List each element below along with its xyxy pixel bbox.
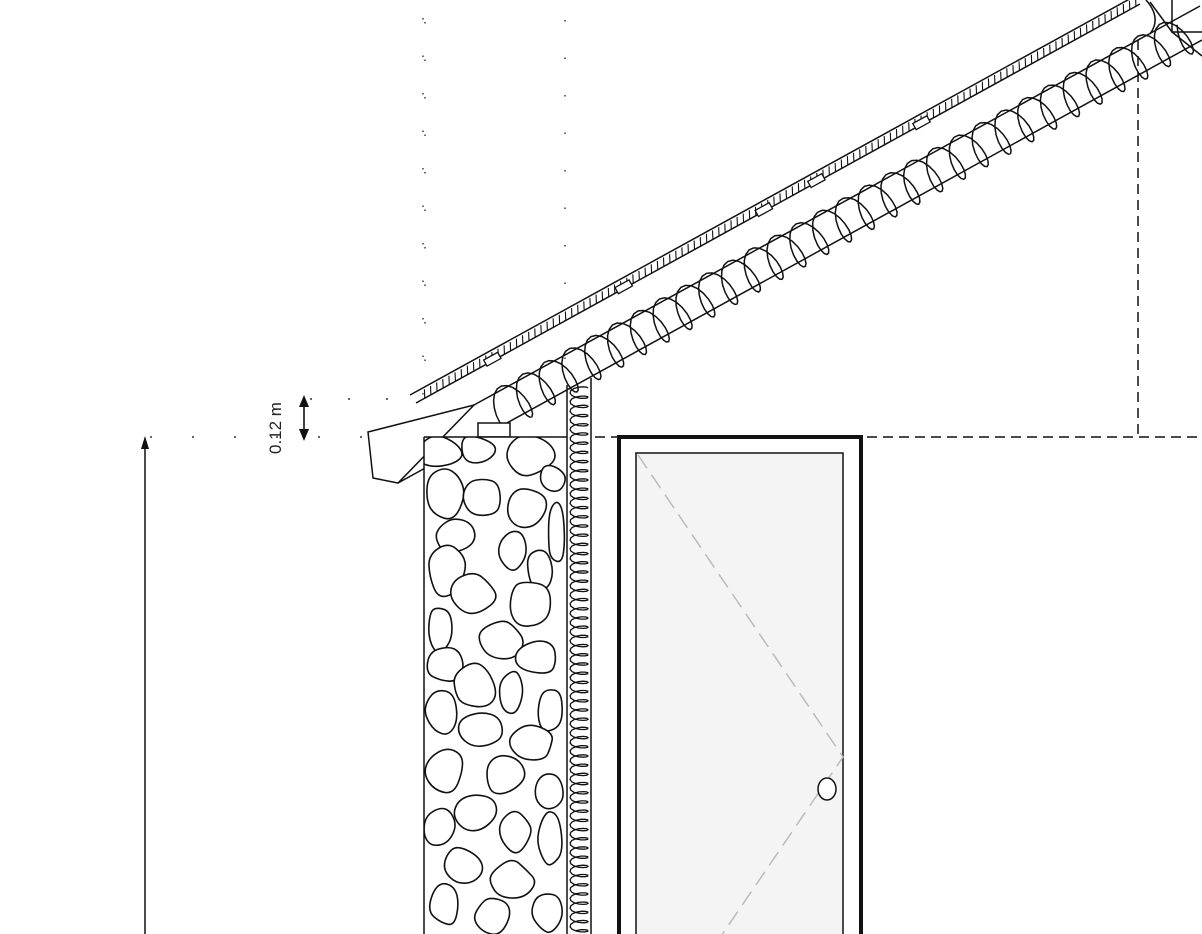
- stone: [489, 859, 536, 899]
- stone: [461, 437, 497, 464]
- stone: [539, 464, 566, 493]
- stone: [435, 518, 476, 554]
- stone: [424, 437, 463, 468]
- roof-insulation: [492, 21, 1195, 431]
- stone: [457, 712, 504, 748]
- stone: [453, 794, 498, 832]
- stone: [547, 501, 566, 563]
- stone: [537, 811, 563, 866]
- roof-battens: [482, 114, 932, 368]
- stone: [509, 581, 552, 627]
- stone: [497, 530, 527, 571]
- stone: [486, 754, 526, 795]
- stone: [537, 689, 564, 732]
- guide-lines: [422, 18, 566, 425]
- dashed-lines: [595, 40, 1202, 438]
- stone: [534, 773, 564, 810]
- dimension-label: 0.12 m: [266, 402, 285, 454]
- door: [617, 435, 863, 934]
- stone: [449, 572, 497, 615]
- stone: [424, 748, 464, 794]
- stone: [428, 882, 459, 926]
- stone: [498, 670, 524, 715]
- height-dimension: [141, 436, 149, 934]
- wall-insulation: [566, 378, 592, 934]
- stone: [453, 662, 497, 708]
- stone: [506, 488, 548, 529]
- overhang-dimension: [299, 395, 309, 441]
- stone: [424, 689, 458, 735]
- stone: [462, 478, 502, 517]
- stone: [508, 724, 554, 761]
- stone: [428, 607, 453, 653]
- stone: [426, 468, 465, 520]
- stone: [473, 897, 511, 934]
- stone: [498, 810, 532, 854]
- wall-plate: [477, 422, 511, 438]
- stone: [443, 846, 484, 885]
- stone: [514, 640, 557, 674]
- stone: [531, 893, 563, 934]
- door-handle: [817, 777, 837, 801]
- roof-hatch: [423, 0, 1137, 399]
- stone-wall: [423, 436, 567, 934]
- door-swing-line: [637, 454, 844, 934]
- stone: [526, 549, 554, 590]
